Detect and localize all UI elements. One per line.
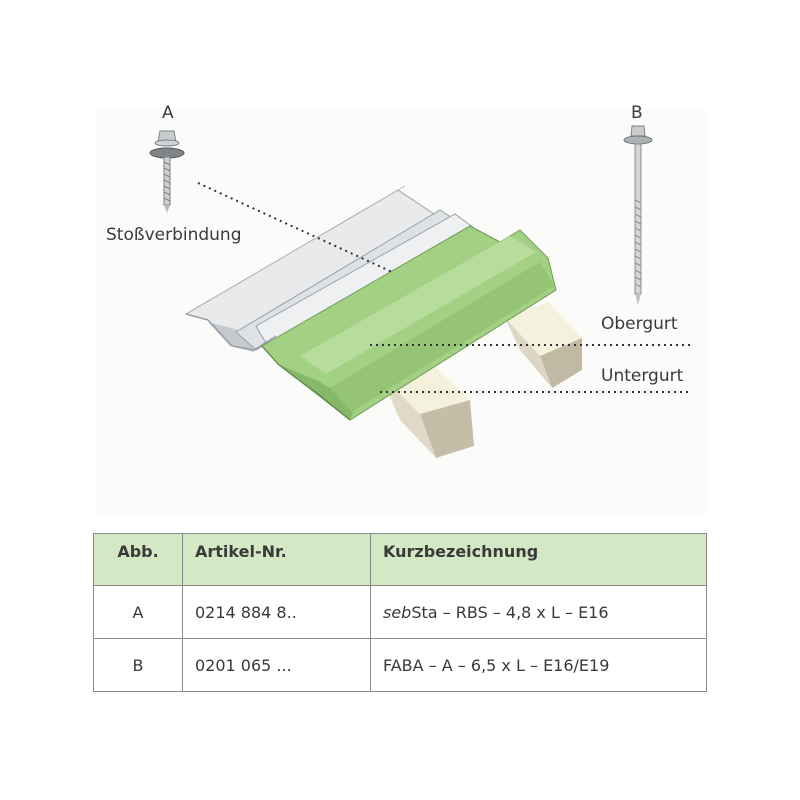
- roof-profile-illustration: [149, 125, 690, 458]
- table-row: A 0214 884 8.. sebSta – RBS – 4,8 x L – …: [93, 585, 707, 639]
- brand-italic: seb: [383, 602, 412, 622]
- designation-text: Sta – RBS – 4,8 x L – E16: [411, 602, 609, 622]
- upper-chord-label: Obergurt: [601, 314, 678, 334]
- cell-kurzbezeichnung: FABA – A – 6,5 x L – E16/E19: [370, 638, 707, 692]
- cell-abb: B: [93, 638, 183, 692]
- green-profile-sheet: [261, 225, 557, 421]
- table-header-row: Abb. Artikel-Nr. Kurzbezeichnung: [93, 533, 707, 586]
- designation-text: FABA – A – 6,5 x L – E16/E19: [383, 655, 610, 675]
- cell-kurzbezeichnung: sebSta – RBS – 4,8 x L – E16: [370, 585, 707, 639]
- header-artikel: Artikel-Nr.: [182, 533, 371, 586]
- product-table: Abb. Artikel-Nr. Kurzbezeichnung A 0214 …: [93, 533, 707, 692]
- screw-b-icon: [623, 125, 653, 305]
- header-kurzbezeichnung: Kurzbezeichnung: [370, 533, 707, 586]
- cell-abb: A: [93, 585, 183, 639]
- timber-beam-back: [505, 302, 582, 388]
- screw-a-icon: [149, 130, 185, 213]
- header-abb: Abb.: [93, 533, 183, 586]
- cell-artikel: 0214 884 8..: [182, 585, 371, 639]
- lower-chord-label: Untergurt: [601, 366, 684, 386]
- screw-b-label: B: [631, 103, 643, 123]
- cell-artikel: 0201 065 ...: [182, 638, 371, 692]
- table-row: B 0201 065 ... FABA – A – 6,5 x L – E16/…: [93, 638, 707, 692]
- screw-a-label: A: [162, 103, 174, 123]
- joint-label: Stoßverbindung: [106, 225, 242, 245]
